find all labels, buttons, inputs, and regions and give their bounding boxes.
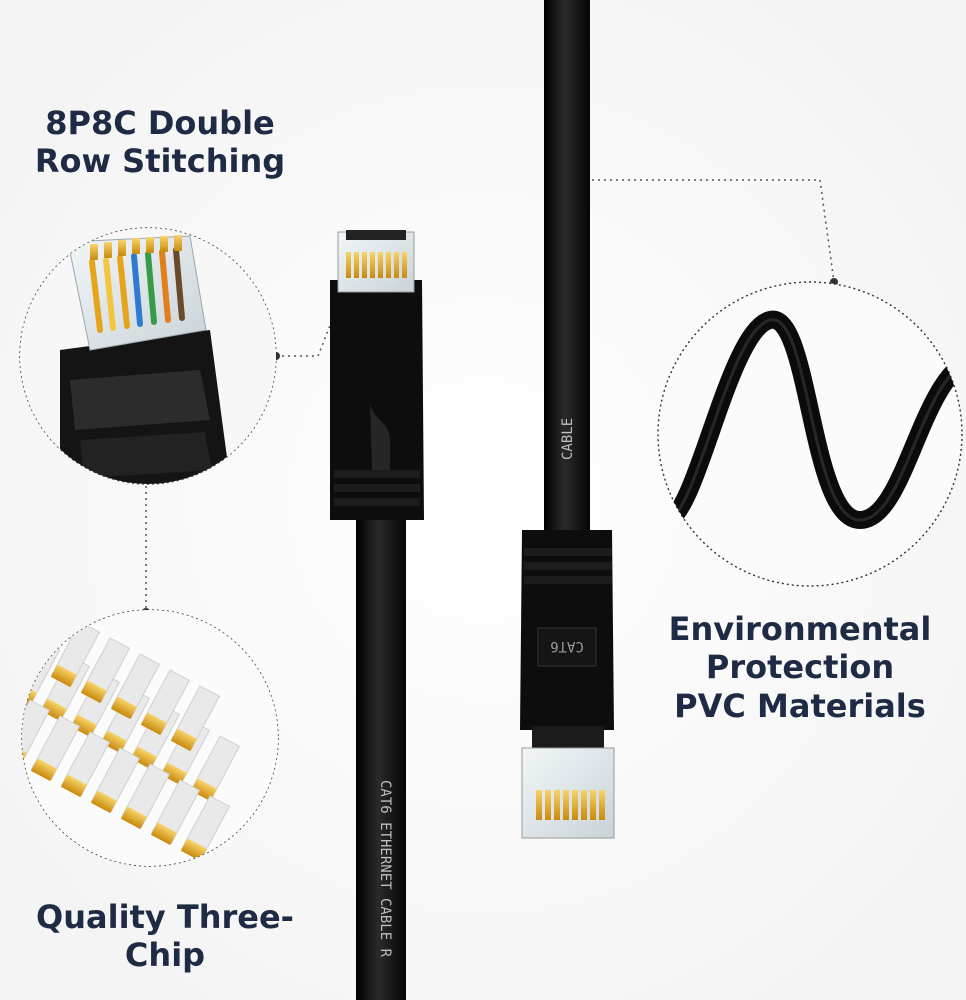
callout-chip-text: Quality Three-Chip	[36, 898, 294, 975]
main-cable-right: CABLE CAT6	[520, 0, 615, 839]
boot-print-right: CAT6	[550, 638, 584, 654]
jacket-print-left: CAT6 ETHERNET CABLE R	[377, 780, 393, 958]
main-cable-left: CAT6 ETHERNET CABLE R	[330, 230, 424, 1000]
callout-material-line2: Protection	[705, 648, 895, 687]
callout-connector-line1: 8P8C Double	[45, 104, 275, 142]
callout-material-label: Environmental Protection PVC Materials	[640, 610, 960, 725]
jacket-print-right: CABLE	[560, 418, 576, 460]
callout-lines	[145, 179, 835, 612]
callout-material-line3: PVC Materials	[674, 686, 926, 725]
callout-chip-label: Quality Three-Chip	[0, 898, 330, 975]
callout-material-line1: Environmental	[668, 610, 932, 648]
callout-connector-line2: Row Stitching	[34, 142, 286, 181]
flat-cable-closeup	[657, 281, 963, 587]
connector-closeup	[19, 227, 277, 485]
callout-connector-label: 8P8C Double Row Stitching	[20, 104, 300, 181]
